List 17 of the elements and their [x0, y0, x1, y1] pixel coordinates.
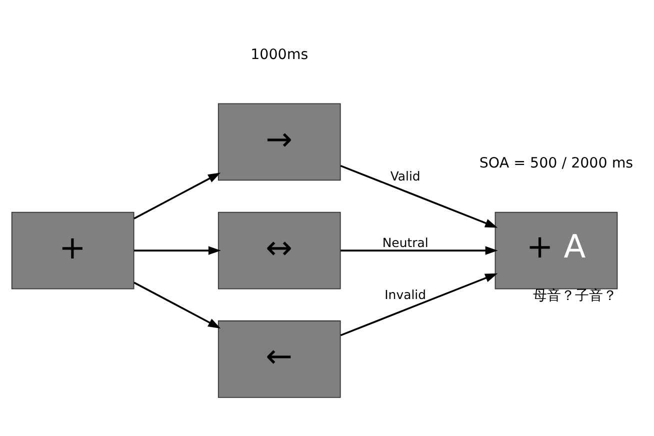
node-box: → [218, 102, 341, 180]
arrow [134, 281, 221, 328]
edge-label: Invalid [384, 286, 426, 302]
arrow [340, 246, 498, 254]
label: 1000ms [250, 46, 308, 62]
arrow [340, 272, 498, 336]
node-label: 母音？子音？ [532, 288, 617, 304]
node-box: ← [218, 320, 341, 398]
node-box: + [11, 211, 134, 289]
node-box: + A [494, 211, 618, 289]
edge-label: Neutral [382, 234, 428, 250]
edge-label: Valid [390, 168, 420, 183]
label: SOA = 500 / 2000 ms [479, 155, 634, 172]
arrow [340, 164, 498, 228]
arrow [134, 246, 221, 254]
arrow [134, 172, 221, 219]
node-box: ↔ [218, 211, 341, 289]
